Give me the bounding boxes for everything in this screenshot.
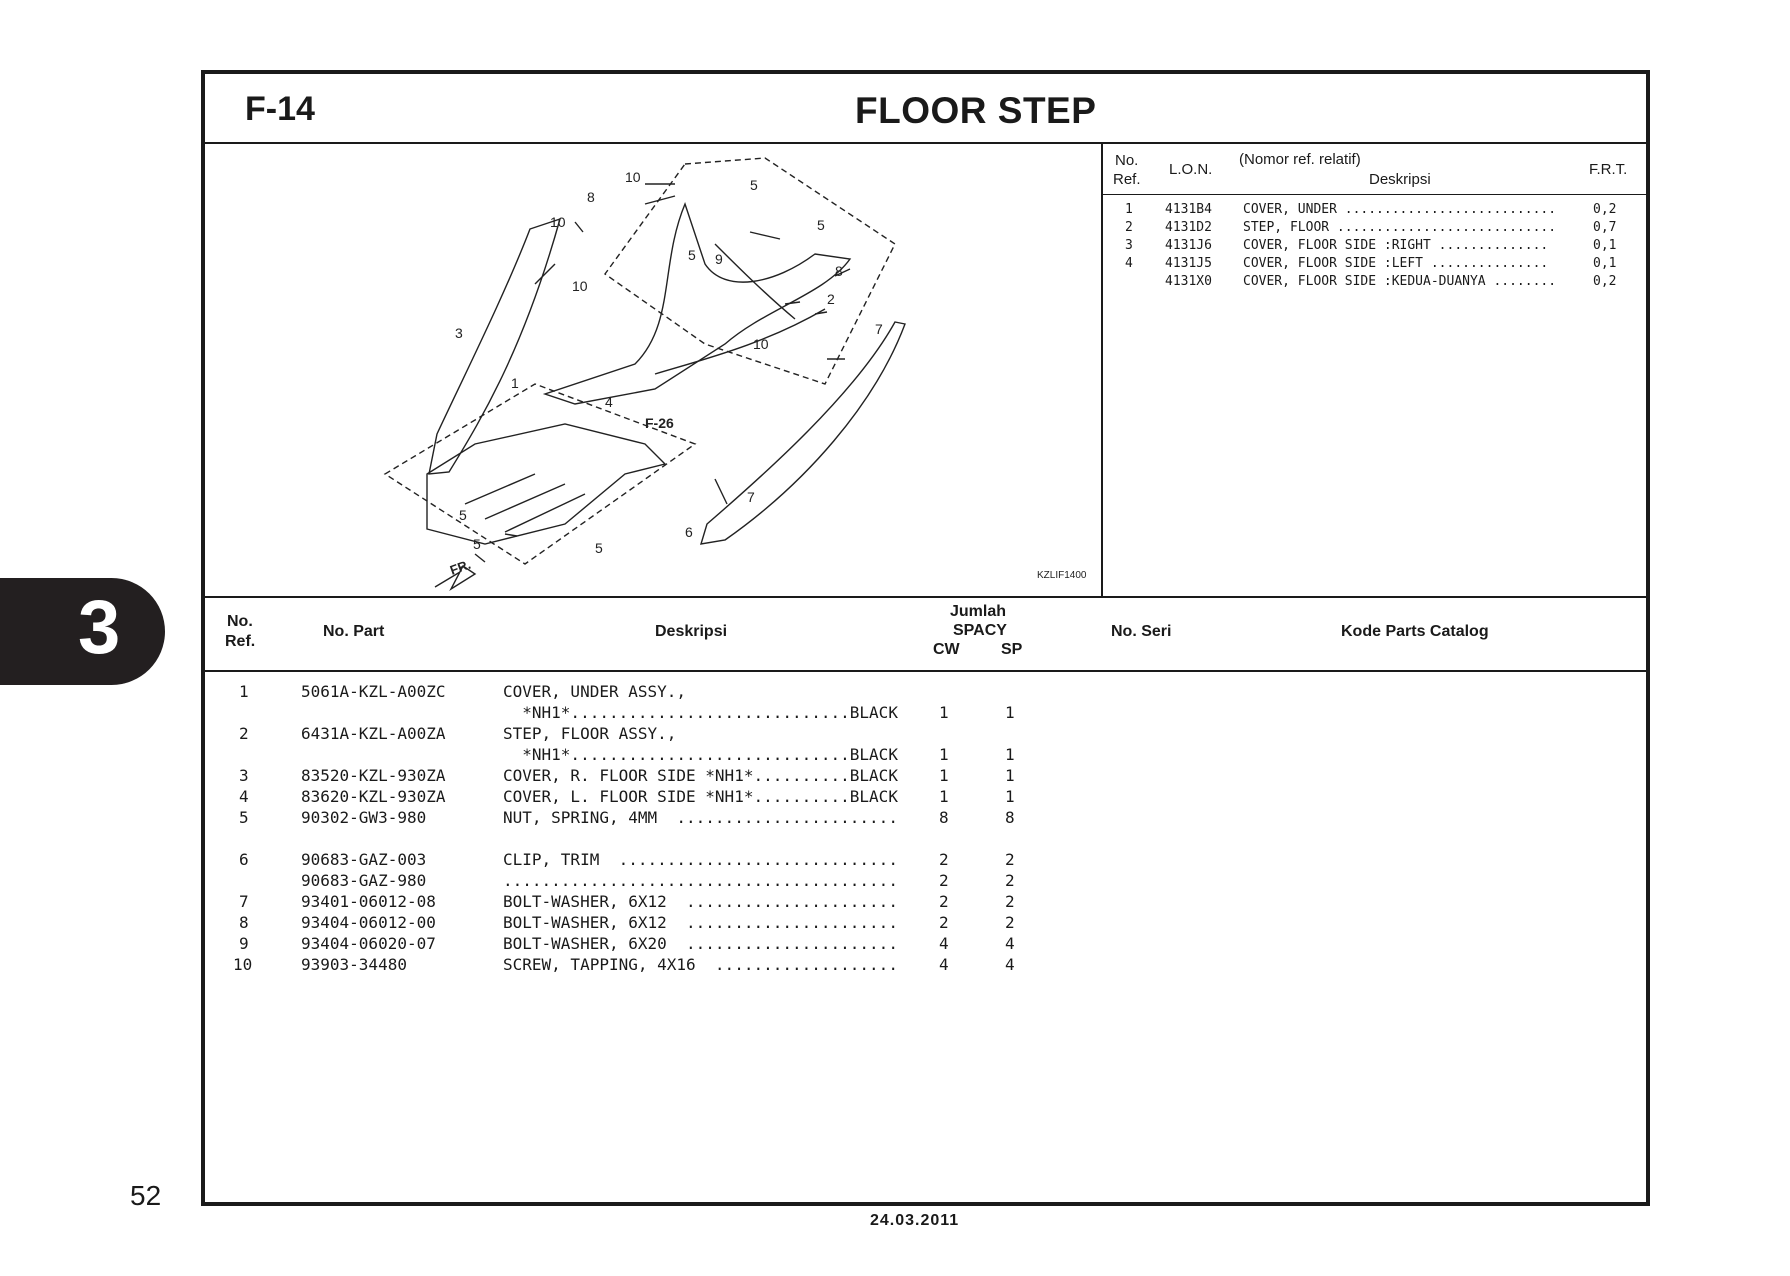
section-number: 3: [78, 585, 121, 670]
parts-header-seri: No. Seri: [1111, 623, 1172, 640]
step-group-outline: [604, 157, 896, 385]
callout-label: 6: [685, 524, 693, 540]
left-side-cover-part: [700, 321, 906, 545]
parts-header-cw: CW: [933, 641, 960, 658]
callout-label: 10: [753, 336, 769, 352]
catalog-page-frame: F-14 FLOOR STEP 10: [201, 70, 1650, 1206]
print-date: 24.03.2011: [870, 1212, 960, 1229]
ref-header-nomor: (Nomor ref. relatif): [1239, 151, 1361, 168]
callout-label: 10: [572, 278, 588, 294]
floor-step-drawing: 10 8 5 10 5 5 9 10 8 2 3 10 7 1 4 7 6 5 …: [383, 157, 1087, 591]
parts-header-part: No. Part: [323, 623, 385, 640]
under-cover-group-outline: [383, 383, 697, 565]
callout-label: 7: [747, 489, 755, 505]
callout-label: 5: [817, 217, 825, 233]
floor-step-ribs: [654, 243, 826, 375]
parts-row: [205, 829, 1646, 850]
right-side-cover-part: [428, 217, 562, 475]
callout-label: 5: [688, 247, 696, 263]
callout-label: 3: [455, 325, 463, 341]
ref-header-rule: [1103, 194, 1646, 195]
callout-label: 7: [875, 321, 883, 337]
parts-header-sp: SP: [1001, 641, 1023, 658]
exploded-diagram: 10 8 5 10 5 5 9 10 8 2 3 10 7 1 4 7 6 5 …: [205, 144, 1103, 596]
callout-label: 5: [750, 177, 758, 193]
ref-header-lon: L.O.N.: [1169, 161, 1213, 178]
under-cover-ribs: [464, 473, 586, 533]
section-tab: 3: [0, 578, 165, 685]
front-direction-label: FR.: [448, 557, 473, 578]
callout-label: 1: [511, 375, 519, 391]
table-header-rule: [205, 670, 1646, 672]
callout-label: 4: [605, 394, 613, 410]
front-arrow-shape: [434, 564, 477, 591]
under-cover-part: [426, 423, 667, 545]
parts-header-jumlah: Jumlah: [950, 603, 1007, 620]
ref-header-desc: Deskripsi: [1369, 171, 1431, 188]
callout-label: 5: [459, 507, 467, 523]
callout-label: 10: [550, 214, 566, 230]
callout-label: 8: [835, 263, 843, 279]
parts-header-no: No.: [227, 613, 253, 630]
page-number: 52: [130, 1180, 162, 1211]
page-title: FLOOR STEP: [855, 90, 1097, 131]
ref-header-ref: Ref.: [1113, 171, 1141, 188]
parts-header-desc: Deskripsi: [655, 623, 728, 640]
ref-panel: No. Ref. L.O.N. (Nomor ref. relatif) Des…: [1103, 144, 1646, 596]
image-code: KZLIF1400: [1037, 570, 1087, 581]
callout-label: 9: [715, 251, 723, 267]
cross-ref-label: F-26: [645, 415, 674, 431]
callout-label: 5: [595, 540, 603, 556]
ref-header-frt: F.R.T.: [1589, 161, 1628, 178]
callout-label: 5: [473, 536, 481, 552]
parts-row: 90683-GAZ-980...........................…: [301, 871, 1015, 890]
parts-header-kode: Kode Parts Catalog: [1341, 623, 1489, 640]
figure-code: F-14: [245, 90, 315, 128]
table-top-rule: [205, 596, 1646, 598]
floor-step-part: [542, 202, 852, 405]
ref-header-no: No.: [1115, 152, 1139, 169]
parts-header-model: SPACY: [953, 622, 1007, 639]
parts-header-ref: Ref.: [225, 633, 256, 650]
page-header: F-14 FLOOR STEP: [205, 74, 1646, 144]
callout-label: 10: [625, 169, 641, 185]
callout-label: 8: [587, 189, 595, 205]
callout-label: 2: [827, 291, 835, 307]
